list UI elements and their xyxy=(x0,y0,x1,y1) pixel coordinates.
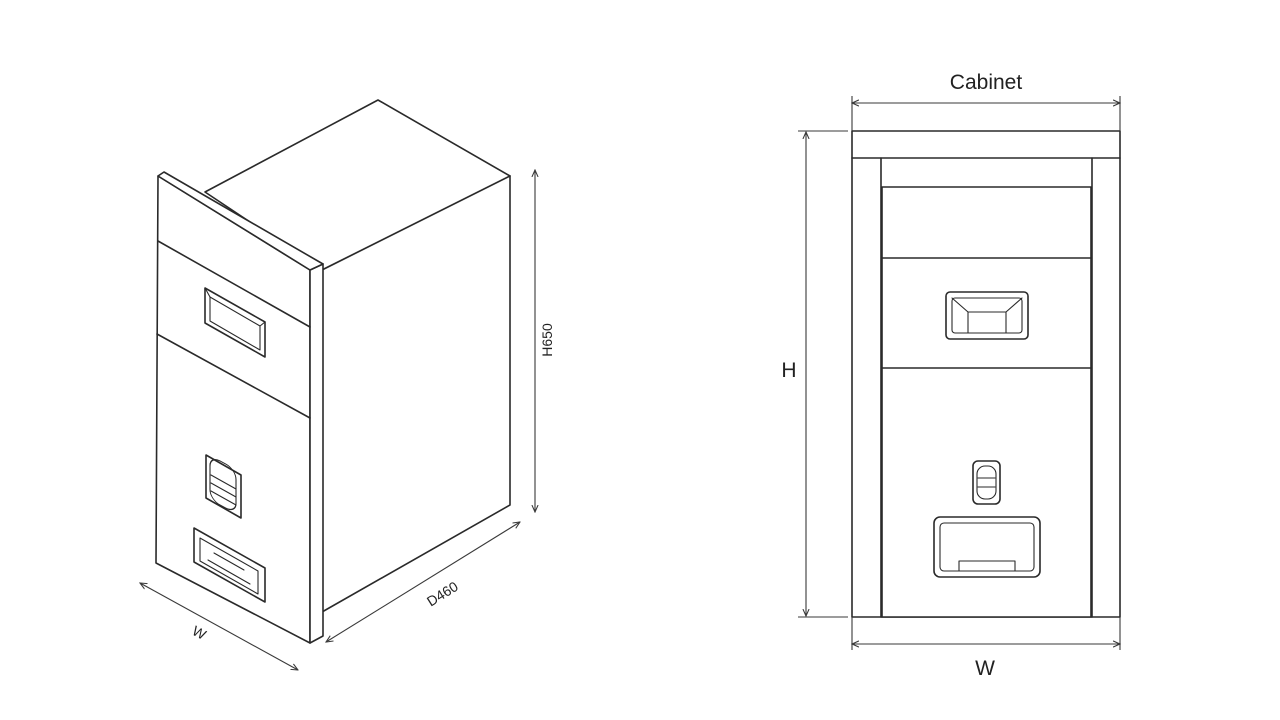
front-panel-edge xyxy=(309,263,324,644)
front-panel-top-edge xyxy=(157,171,324,271)
upper-drawer-handle xyxy=(204,287,266,358)
depth-dimension-line xyxy=(326,522,520,642)
width-dimension-label: W xyxy=(190,622,210,643)
front-division-line-upper xyxy=(157,240,311,328)
dispenser-button xyxy=(205,454,242,519)
front-upper-handle xyxy=(945,291,1029,340)
isometric-view: H650 D460 W xyxy=(140,99,555,670)
front-height-label: H xyxy=(781,359,796,382)
cabinet-label: Cabinet xyxy=(950,71,1023,94)
depth-dimension-label: D460 xyxy=(424,578,461,609)
height-dimension-label: H650 xyxy=(539,323,555,357)
front-division-line-lower xyxy=(156,333,311,419)
front-dispenser-button xyxy=(972,460,1001,505)
width-dimension-line xyxy=(140,583,298,670)
front-outlet-handle xyxy=(933,516,1041,578)
front-width-label: W xyxy=(975,657,995,680)
front-view: Cabinet H W xyxy=(781,71,1121,680)
